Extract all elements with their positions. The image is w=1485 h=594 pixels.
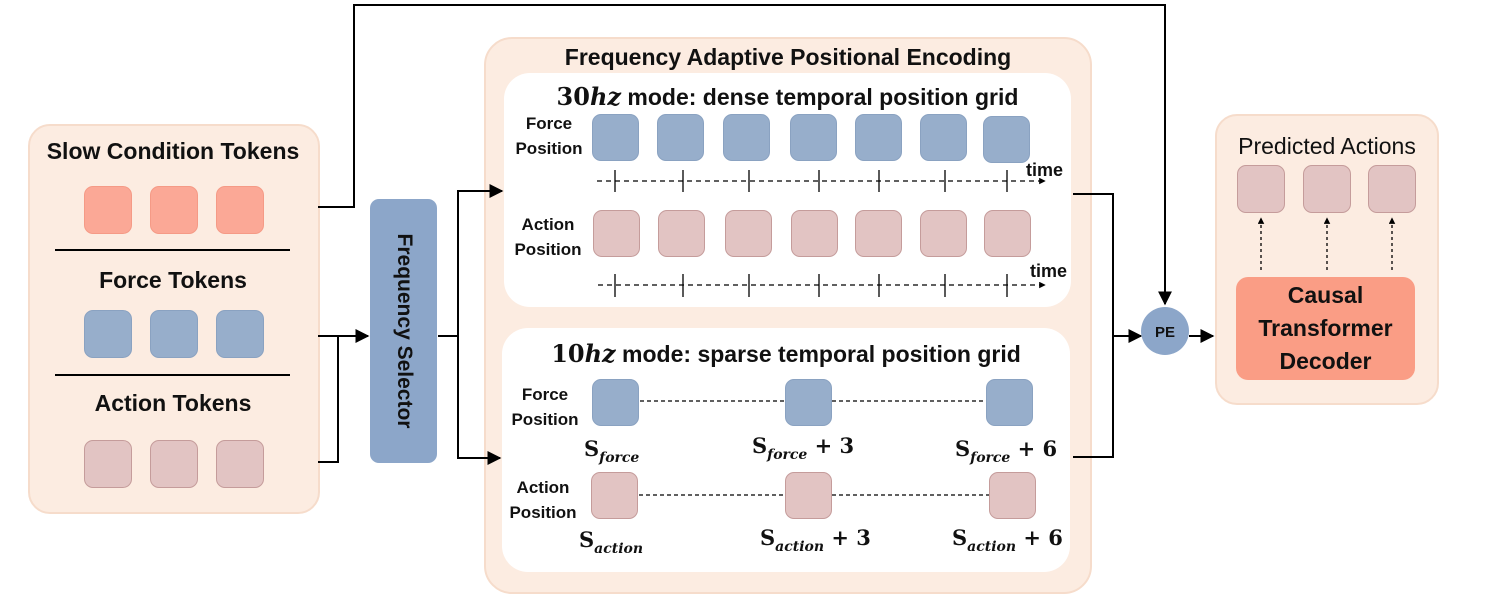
fape-output-connectors (1073, 193, 1215, 458)
mode-10hz-panel (502, 328, 1070, 572)
action-position-token (791, 210, 838, 257)
pe-node (1141, 307, 1189, 355)
force-token (216, 310, 264, 358)
mode-10hz-title: 10hz mode: sparse temporal position grid (502, 339, 1070, 368)
force-position-token (723, 114, 770, 161)
decoder-line: Causal (1287, 282, 1364, 308)
time-axes (597, 170, 1046, 297)
action-tokens-title: Action Tokens (94, 390, 252, 416)
force-token (150, 310, 198, 358)
predicted-action-token (1368, 165, 1416, 213)
action-position-token (855, 210, 902, 257)
decoder-label: Causal Transformer Decoder (1236, 279, 1415, 378)
label-line: Force (525, 114, 573, 133)
force-tokens-title: Force Tokens (99, 267, 247, 293)
force-offset-formula: Sforce + 6 (955, 436, 1058, 466)
panel-dividers (55, 249, 290, 376)
mode-30hz-title-text: mode: dense temporal position grid (621, 84, 1019, 110)
label-line: Position (514, 240, 582, 259)
decoder-line: Transformer (1258, 315, 1393, 341)
mode-30hz-rate: 30hz (556, 82, 622, 111)
mode-30hz-title: 30hz mode: dense temporal position grid (504, 82, 1071, 111)
label-line: Force (521, 385, 569, 404)
sparse-action-token (785, 472, 832, 519)
sparse-force-token (785, 379, 832, 426)
predicted-action-token (1303, 165, 1351, 213)
label-line: Position (511, 410, 579, 429)
sparse-action-token (989, 472, 1036, 519)
predicted-actions-title: Predicted Actions (1238, 133, 1416, 159)
mode-30hz-panel (504, 73, 1071, 307)
force-offset-formula: Sforce (584, 436, 640, 466)
frequency-selector (370, 199, 437, 463)
mode-10hz-title-text: mode: sparse temporal position grid (615, 341, 1021, 367)
label-line: Action (521, 215, 575, 234)
slow-token (150, 186, 198, 234)
selector-connectors (438, 184, 504, 465)
action-position-token (658, 210, 705, 257)
force-position-token (592, 114, 639, 161)
action-offset-formula: Saction (579, 527, 644, 557)
force-position-token (790, 114, 837, 161)
action-position-label-30hz: Action Position (503, 212, 593, 262)
sparse-action-token (591, 472, 638, 519)
sparse-force-token (986, 379, 1033, 426)
force-position-token (657, 114, 704, 161)
force-offset-formula: Sforce + 3 (752, 433, 855, 463)
label-line: Position (509, 503, 577, 522)
force-position-label-30hz: Force Position (504, 111, 594, 161)
action-position-token (984, 210, 1031, 257)
force-position-token (920, 114, 967, 161)
slow-token (216, 186, 264, 234)
action-offset-formula: Saction + 3 (760, 525, 871, 555)
action-position-label-10hz: Action Position (498, 475, 588, 525)
predicted-action-token (1237, 165, 1285, 213)
force-position-token (983, 116, 1030, 163)
sparse-links (639, 400, 989, 496)
time-axis-label: time (1026, 160, 1064, 180)
action-offset-formula: Saction + 6 (952, 525, 1063, 555)
decoder-output-arrows (1257, 217, 1396, 270)
input-connectors (318, 4, 1172, 463)
action-token (150, 440, 198, 488)
causal-transformer-decoder (1236, 277, 1415, 380)
action-position-token (725, 210, 772, 257)
action-token (84, 440, 132, 488)
label-line: Action (516, 478, 570, 497)
decoder-line: Decoder (1279, 348, 1372, 374)
force-position-token (855, 114, 902, 161)
force-token (84, 310, 132, 358)
sparse-force-token (592, 379, 639, 426)
time-axis-label: time (1030, 261, 1068, 281)
action-token (216, 440, 264, 488)
action-position-token (920, 210, 967, 257)
label-line: Position (515, 139, 583, 158)
pe-node-label: PE (1155, 324, 1175, 341)
slow-condition-title: Slow Condition Tokens (46, 138, 300, 164)
fape-title: Frequency Adaptive Positional Encoding (564, 44, 1012, 70)
mode-10hz-rate: 10hz (551, 339, 616, 368)
action-position-token (593, 210, 640, 257)
slow-token (84, 186, 132, 234)
force-position-label-10hz: Force Position (500, 382, 590, 432)
